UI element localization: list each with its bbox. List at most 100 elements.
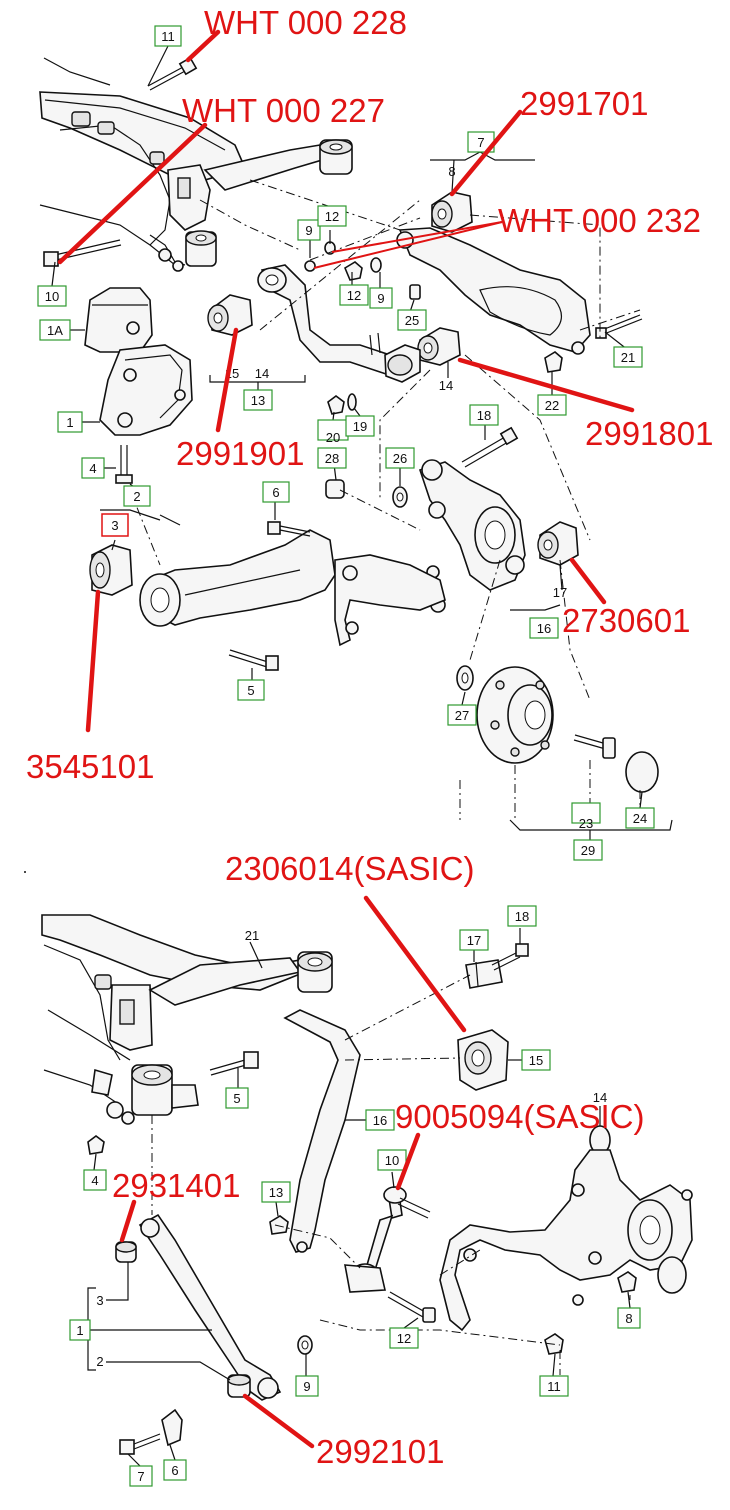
top-dash-lines	[129, 179, 641, 820]
svg-text:10: 10	[385, 1153, 399, 1168]
bottom-callout-18: 18	[507, 905, 537, 927]
bottom-nut-8	[617, 1271, 637, 1293]
annotation-2931401: 2931401	[112, 1167, 240, 1243]
bolt-6	[267, 521, 311, 537]
callout-12a: 12	[317, 205, 347, 227]
bottom-callout-6: 6	[163, 1459, 187, 1481]
callout-29: 29	[573, 839, 603, 861]
callout-24: 24	[625, 807, 655, 829]
stabilizer-clamp	[465, 959, 503, 989]
svg-text:27: 27	[455, 708, 469, 723]
label-14b: 14	[439, 378, 453, 393]
callout-1a: 1A	[39, 319, 71, 341]
bushing-2991901	[207, 294, 253, 336]
bracket-1	[99, 344, 193, 436]
stabilizer-bush-2306014	[457, 1029, 509, 1091]
svg-text:7: 7	[477, 135, 484, 150]
cover-1a	[84, 287, 153, 353]
bolt-11	[147, 56, 198, 91]
trailing-arm	[139, 529, 446, 647]
callout-4: 4	[81, 457, 105, 479]
svg-text:20: 20	[326, 430, 340, 445]
hub-bolt-23	[573, 734, 616, 759]
annotation-2992101: 2992101	[242, 1393, 444, 1470]
svg-text:9005094(SASIC): 9005094(SASIC)	[395, 1098, 644, 1135]
bottom-callout-10: 10	[377, 1149, 407, 1171]
svg-text:8: 8	[625, 1311, 632, 1326]
callout-18: 18	[469, 404, 499, 426]
callout-13: 13	[243, 389, 273, 411]
callout-22: 22	[537, 394, 567, 416]
svg-text:2991701: 2991701	[520, 85, 648, 122]
svg-text:14: 14	[593, 1090, 607, 1105]
top-small-hardware	[304, 241, 643, 415]
bottom-callout-7: 7	[129, 1465, 153, 1487]
bottom-bolt-7	[119, 1433, 161, 1455]
bottom-nut-4	[87, 1135, 105, 1155]
bushing-2991801	[417, 327, 461, 366]
bottom-callout-15: 15	[521, 1049, 551, 1071]
svg-text:8: 8	[448, 164, 455, 179]
bolt-18	[461, 426, 519, 468]
callout-25: 25	[397, 309, 427, 331]
callout-19: 19	[345, 415, 375, 437]
callout-9a: 9	[297, 219, 321, 241]
callout-16: 16	[529, 617, 559, 639]
bottom-subframe	[41, 914, 317, 1106]
bottom-label-14: 14	[593, 1090, 607, 1105]
top-brackets	[100, 151, 673, 840]
svg-text:23: 23	[579, 816, 593, 831]
svg-text:1A: 1A	[47, 323, 63, 338]
annotation-2991901: 2991901	[176, 327, 304, 472]
svg-text:16: 16	[537, 621, 551, 636]
svg-text:12: 12	[397, 1331, 411, 1346]
svg-text:18: 18	[515, 909, 529, 924]
svg-text:13: 13	[251, 393, 265, 408]
callout-12b: 12	[339, 284, 369, 306]
svg-text:21: 21	[621, 350, 635, 365]
callout-2: 2	[123, 485, 151, 507]
bottom-callout-17: 17	[459, 929, 489, 951]
label-17: 17	[553, 585, 567, 600]
bottom-upper-arm-bushing	[297, 951, 333, 993]
bottom-bolt-12	[387, 1291, 436, 1323]
top-subframe	[39, 57, 323, 266]
bottom-label-2: 2	[96, 1354, 103, 1369]
svg-text:4: 4	[89, 461, 96, 476]
annotation-2306014: 2306014(SASIC)	[225, 850, 474, 1033]
svg-text:25: 25	[405, 313, 419, 328]
callout-28: 28	[317, 447, 347, 469]
svg-text:12: 12	[325, 209, 339, 224]
svg-text:5: 5	[233, 1091, 240, 1106]
bottom-washer-9	[297, 1335, 313, 1355]
bottom-knuckle	[439, 1125, 693, 1332]
separator-dot	[24, 871, 26, 873]
bottom-callout-1: 1	[69, 1319, 91, 1341]
svg-text:13: 13	[269, 1185, 283, 1200]
stabilizer-bar	[283, 1009, 361, 1253]
annotation-wht-000-227: WHT 000 227	[57, 92, 385, 265]
svg-text:28: 28	[325, 451, 339, 466]
label-8: 8	[448, 164, 455, 179]
svg-text:22: 22	[545, 398, 559, 413]
callout-21: 21	[613, 346, 643, 368]
svg-text:3545101: 3545101	[26, 748, 154, 785]
top-bush-28	[325, 479, 345, 499]
svg-text:2730601: 2730601	[562, 602, 690, 639]
svg-text:9: 9	[303, 1379, 310, 1394]
svg-text:1: 1	[66, 415, 73, 430]
bottom-callout-4: 4	[83, 1169, 107, 1191]
callout-26: 26	[385, 447, 415, 469]
bottom-leader-lines	[93, 928, 631, 1467]
svg-text:18: 18	[477, 408, 491, 423]
svg-text:7: 7	[137, 1469, 144, 1484]
coupling-link-9005094	[344, 1186, 431, 1293]
upper-control-arm	[257, 264, 407, 379]
svg-text:5: 5	[247, 683, 254, 698]
dust-cap-24	[625, 751, 659, 793]
annotation-2730601: 2730601	[562, 557, 690, 639]
callout-23: 23	[571, 802, 601, 831]
callout-9b: 9	[369, 287, 393, 309]
seal-27	[456, 665, 474, 691]
